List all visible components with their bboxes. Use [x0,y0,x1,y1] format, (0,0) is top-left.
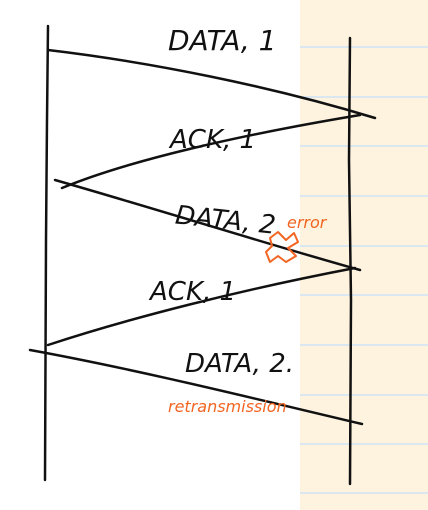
ack-1-second-label: ACK, 1 [148,277,236,307]
sender-timeline [43,24,50,482]
data-1-arrow [46,48,377,120]
ack-1-arrow [60,113,362,190]
ack-1-second-arrow [46,266,357,347]
data-2-retransmission-arrow [28,348,364,426]
ack-1-label: ACK, 1 [168,125,256,155]
data-2-arrow [53,178,362,272]
error-mark-icon [265,231,299,263]
notebook-paper [300,0,428,510]
error-annotation: error [287,213,328,232]
ruled-lines [300,46,428,494]
receiver-timeline [347,36,353,486]
retransmission-annotation: retransmission [168,397,287,416]
data-2-retransmit-label: DATA, 2. [185,349,294,379]
data-1-label: DATA, 1 [168,24,277,57]
